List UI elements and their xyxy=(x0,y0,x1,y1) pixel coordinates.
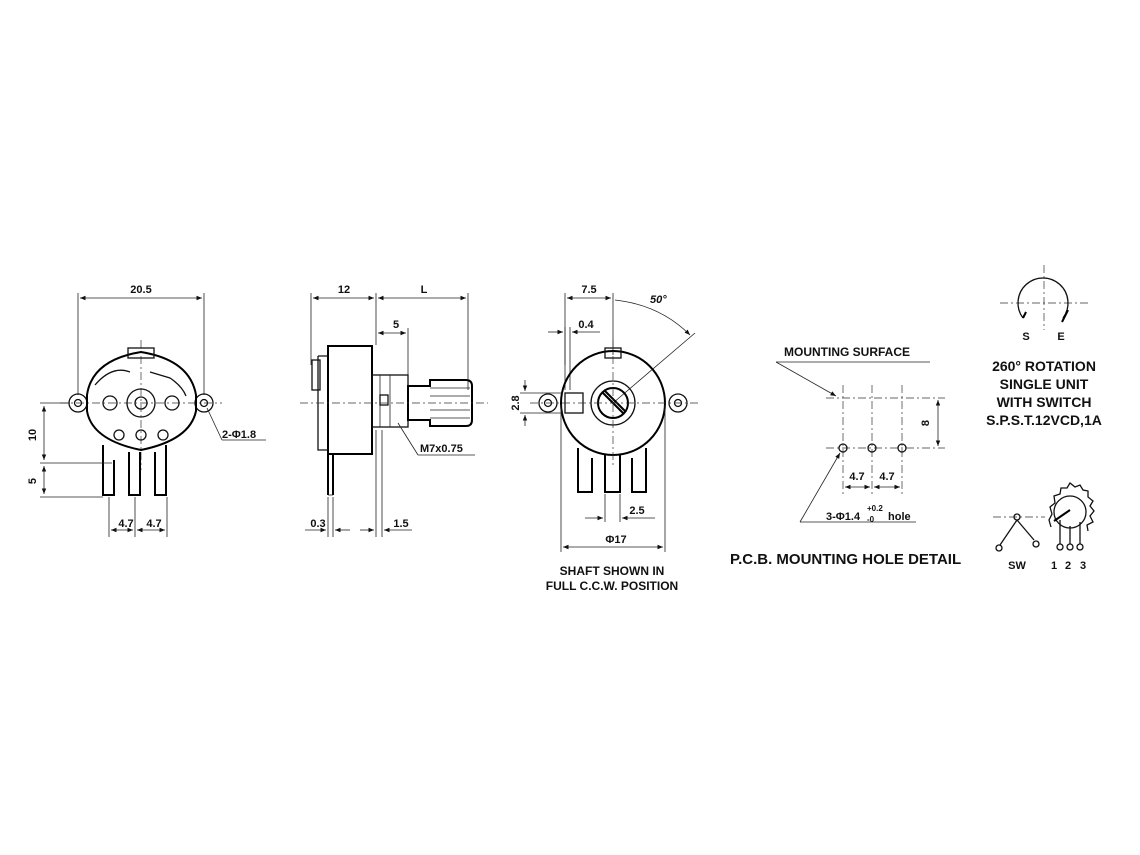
rear-caption-line1: SHAFT SHOWN IN xyxy=(560,564,665,578)
pcb-detail: MOUNTING SURFACE 8 4.7 4.7 3-Φ1.4 +0.2 -… xyxy=(730,345,961,568)
front-hole-note: 2-Φ1.8 xyxy=(222,429,256,441)
schematic-pin2: 2 xyxy=(1065,560,1071,572)
rotation-label-s: S xyxy=(1022,331,1029,343)
side-bracket-dim: 0.3 xyxy=(310,518,325,530)
rotation-line4: S.P.S.T.12VCD,1A xyxy=(986,412,1102,428)
rear-tab-dim: 0.4 xyxy=(578,319,594,331)
side-view: 12 L 5 M7x0.75 xyxy=(300,284,488,537)
rotation-line3: WITH SWITCH xyxy=(997,394,1092,410)
rear-height-dim: 2.8 xyxy=(510,395,522,410)
schematic: SW 1 2 3 xyxy=(993,482,1095,572)
rear-angle-dim: 50° xyxy=(650,294,667,306)
side-knurl-dim: 5 xyxy=(393,319,399,331)
front-pitch-dim-1: 4.7 xyxy=(118,518,133,530)
pcb-surface-label: MOUNTING SURFACE xyxy=(784,345,910,359)
pcb-pitch-2: 4.7 xyxy=(879,471,894,483)
pcb-title: P.C.B. MOUNTING HOLE DETAIL xyxy=(730,551,961,568)
front-width-dim: 20.5 xyxy=(130,284,151,296)
rotation-info: S E 260° ROTATION SINGLE UNIT WITH SWITC… xyxy=(986,265,1102,428)
side-step-dim: 1.5 xyxy=(393,518,408,530)
front-height-dim-2: 5 xyxy=(27,478,39,484)
rotation-line2: SINGLE UNIT xyxy=(1000,376,1089,392)
rear-caption-line2: FULL C.C.W. POSITION xyxy=(546,579,678,593)
pcb-tol-lower: -0 xyxy=(867,515,875,524)
pcb-hole-prefix: 3-Φ1.4 xyxy=(826,511,861,523)
front-height-dim-1: 10 xyxy=(27,429,39,441)
schematic-pin1: 1 xyxy=(1051,560,1057,572)
rotation-label-e: E xyxy=(1057,331,1064,343)
front-pitch-dim-2: 4.7 xyxy=(146,518,161,530)
schematic-pin3: 3 xyxy=(1080,560,1086,572)
rotation-line1: 260° ROTATION xyxy=(992,358,1096,374)
rear-offset-dim: 7.5 xyxy=(581,284,596,296)
rear-diameter-dim: Φ17 xyxy=(605,534,626,546)
side-body-dim: 12 xyxy=(338,284,350,296)
side-thread-note: M7x0.75 xyxy=(420,443,463,455)
side-shaft-dim: L xyxy=(421,284,428,296)
rear-view: 7.5 50° 0.4 2.8 xyxy=(510,284,700,593)
pcb-tol-upper: +0.2 xyxy=(867,504,883,513)
front-view: 20.5 10 5 4.7 4.7 xyxy=(27,284,266,537)
resistor-element xyxy=(1048,482,1095,532)
pcb-pitch-1: 4.7 xyxy=(849,471,864,483)
pcb-hole-suffix: hole xyxy=(888,511,911,523)
pcb-height-dim: 8 xyxy=(920,420,932,426)
rear-pin-dim: 2.5 xyxy=(629,505,644,517)
schematic-sw-label: SW xyxy=(1008,560,1026,572)
